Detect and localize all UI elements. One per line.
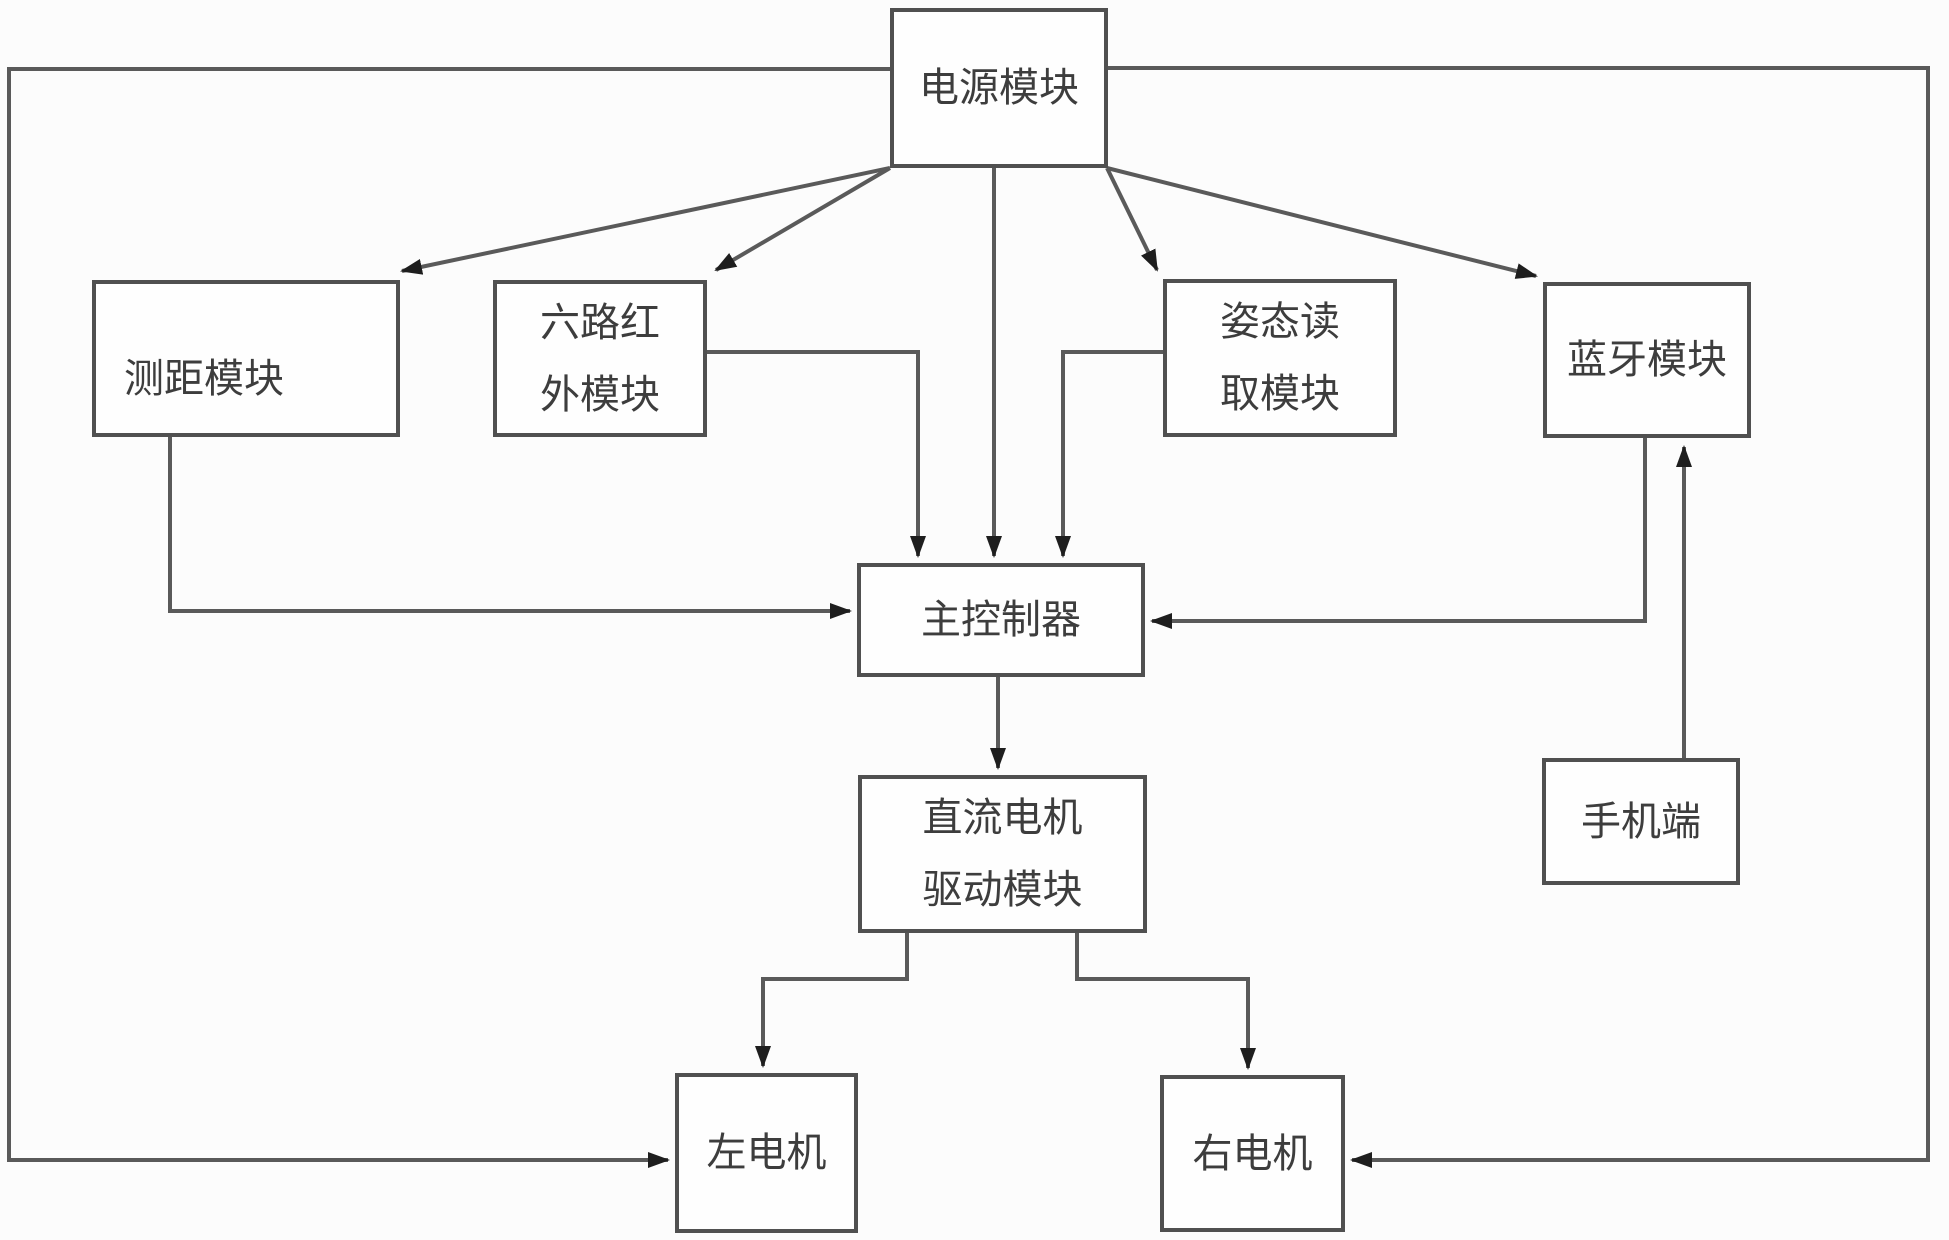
node-left-motor-label: 左电机 bbox=[706, 1130, 827, 1176]
node-power-module-label: 电源模块 bbox=[919, 65, 1079, 111]
node-dc-motor-driver-label-line2: 驱动模块 bbox=[922, 867, 1083, 913]
edge-bluetooth-to-controller bbox=[1150, 438, 1647, 629]
node-infrared-module-label-line2: 外模块 bbox=[540, 371, 660, 418]
node-ranging-module: 测距模块 bbox=[92, 280, 400, 437]
node-dc-motor-driver: 直流电机 驱动模块 bbox=[858, 775, 1147, 933]
edge-power-to-attitude bbox=[1105, 167, 1159, 272]
node-main-controller: 主控制器 bbox=[857, 563, 1145, 677]
edge-power-to-infrared bbox=[714, 166, 892, 272]
node-attitude-module: 姿态读 取模块 bbox=[1163, 279, 1397, 437]
edge-attitude-to-controller bbox=[1055, 350, 1163, 558]
node-attitude-module-label-line1: 姿态读 bbox=[1220, 299, 1340, 345]
node-right-motor: 右电机 bbox=[1160, 1075, 1345, 1232]
node-infrared-module-label-line1: 六路红 bbox=[540, 299, 660, 346]
edge-driver-to-left-motor bbox=[755, 933, 909, 1068]
edge-driver-to-right-motor bbox=[1075, 933, 1256, 1070]
edge-power-to-ranging bbox=[400, 166, 891, 275]
node-phone-terminal: 手机端 bbox=[1542, 758, 1740, 885]
edge-power-to-right-motor bbox=[1107, 66, 1930, 1168]
edge-ranging-to-controller bbox=[168, 437, 852, 619]
node-infrared-module: 六路红 外模块 bbox=[493, 280, 707, 437]
edge-power-to-left-motor bbox=[7, 67, 890, 1168]
node-bluetooth-module-label: 蓝牙模块 bbox=[1567, 337, 1727, 383]
node-phone-terminal-label: 手机端 bbox=[1581, 798, 1701, 845]
node-bluetooth-module: 蓝牙模块 bbox=[1543, 282, 1751, 438]
node-ranging-module-label: 测距模块 bbox=[124, 355, 284, 402]
node-right-motor-label: 右电机 bbox=[1192, 1130, 1313, 1177]
node-left-motor: 左电机 bbox=[675, 1073, 858, 1233]
edge-power-to-bluetooth bbox=[1106, 166, 1538, 279]
node-attitude-module-label-line2: 取模块 bbox=[1220, 371, 1340, 417]
edge-infrared-to-controller bbox=[707, 350, 926, 558]
node-main-controller-label: 主控制器 bbox=[921, 597, 1081, 643]
node-power-module: 电源模块 bbox=[890, 8, 1108, 168]
node-dc-motor-driver-label-line1: 直流电机 bbox=[922, 795, 1083, 841]
